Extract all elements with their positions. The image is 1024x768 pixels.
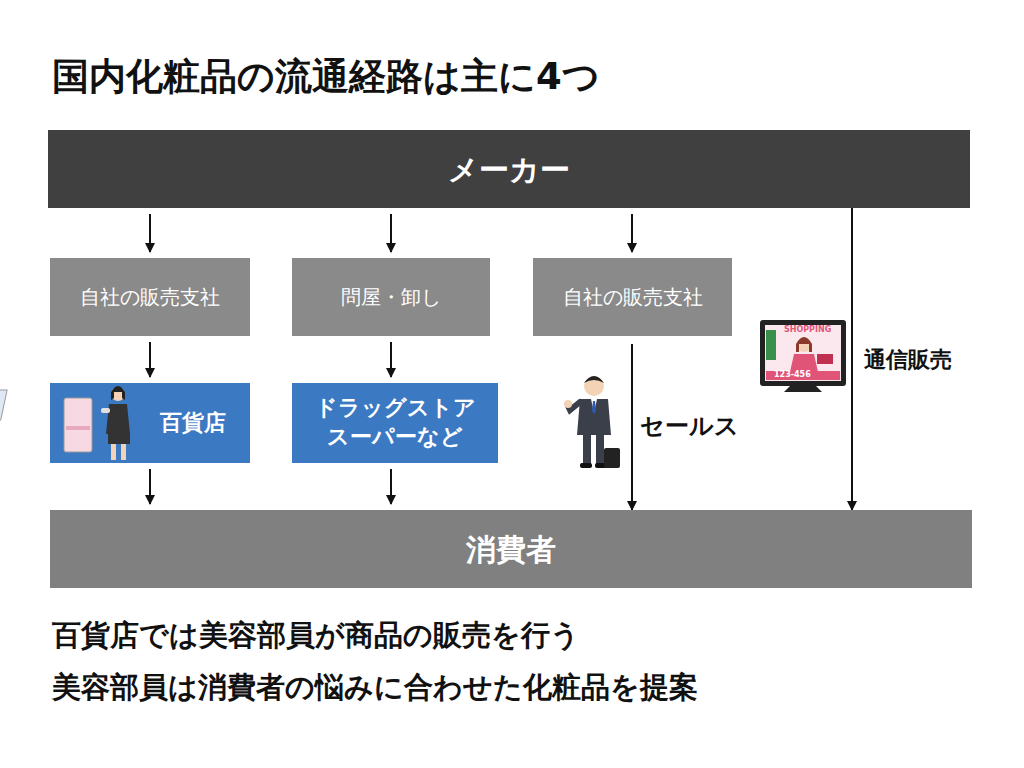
tv-text: SHOPPING — [784, 326, 831, 335]
node-text: ドラッグストア スーパーなど — [298, 394, 492, 451]
connector-arrow — [390, 342, 392, 377]
connector-arrow — [631, 214, 633, 252]
store-box: 百貨店 — [50, 383, 250, 463]
node-text: 問屋・卸し — [341, 284, 441, 310]
node-text: メーカー — [448, 150, 570, 189]
note-line: 百貨店では美容部員が商品の販売を行う — [52, 620, 580, 652]
connector-arrow — [149, 469, 151, 504]
consumer-band: 消費者 — [50, 510, 972, 588]
page-title: 国内化粧品の流通経路は主に4つ — [52, 52, 600, 102]
tv-shopping-illustration — [760, 320, 846, 392]
connector-arrow — [149, 214, 151, 252]
edge-label: セールス — [638, 410, 741, 442]
edge-label: 通信販売 — [862, 345, 954, 375]
wholesaler-box: 問屋・卸し — [292, 258, 490, 336]
maker-band: メーカー — [48, 130, 970, 208]
note-line: 美容部員は消費者の悩みに合わせた化粧品を提案 — [52, 672, 698, 704]
node-text: 百貨店 — [160, 409, 226, 438]
connector-arrow — [149, 342, 151, 377]
tv-text: 123-456 — [774, 371, 811, 380]
node-text: 自社の販売支社 — [563, 284, 703, 310]
connector-arrow — [390, 469, 392, 504]
node-text: 消費者 — [466, 530, 556, 569]
branch-box: 自社の販売支社 — [533, 258, 732, 336]
branch-box: 自社の販売支社 — [50, 258, 250, 336]
salesman-illustration — [564, 376, 620, 468]
beauty-staff-illustration — [0, 386, 130, 460]
connector-arrow — [390, 214, 392, 252]
node-text: 自社の販売支社 — [80, 284, 220, 310]
connector-arrow — [631, 344, 633, 510]
connector-arrow — [851, 208, 853, 510]
store-box: ドラッグストア スーパーなど — [292, 383, 498, 463]
